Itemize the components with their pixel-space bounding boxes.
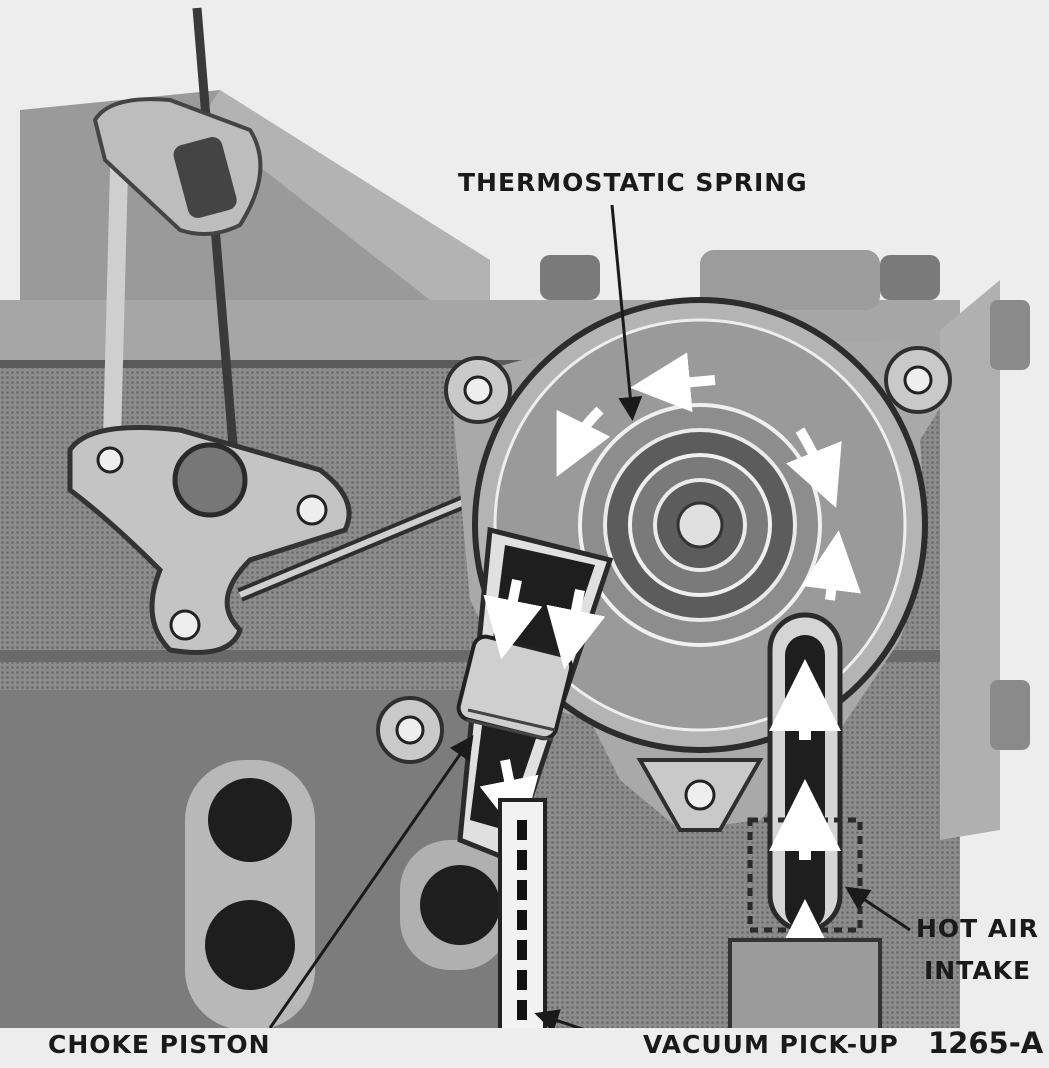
thermostatic-spring-label: THERMOSTATIC SPRING	[458, 168, 808, 197]
vacuum-pickup-label: VACUUM PICK-UP	[643, 1030, 899, 1059]
choke-piston-assembly	[376, 526, 614, 1032]
choke-linkage	[67, 7, 568, 655]
hot-air-intake-label-line1: HOT AIR	[916, 914, 1039, 943]
hot-air-intake-label-line2: INTAKE	[924, 956, 1032, 985]
intake-ports	[185, 760, 510, 1030]
figure-number: 1265-A	[928, 1026, 1044, 1060]
choke-piston-label: CHOKE PISTON	[48, 1030, 271, 1059]
hot-air-tube	[728, 612, 882, 1032]
